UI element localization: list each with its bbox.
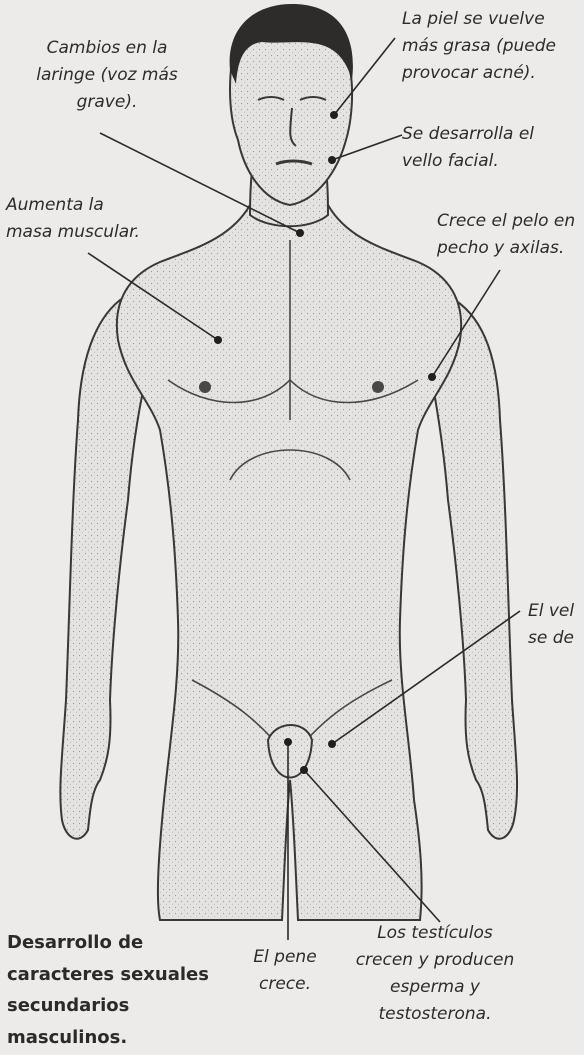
label-vello-facial: Se desarrolla el vello facial. — [402, 121, 534, 175]
label-testiculos-line: crecen y producen — [346, 947, 524, 974]
label-laringe-line: grave). — [22, 89, 192, 116]
label-laringe-line: Cambios en la — [22, 35, 192, 62]
label-vello-pubico: El vel se de — [528, 598, 574, 652]
label-vello-facial-line: Se desarrolla el — [402, 121, 534, 148]
label-pelo: Crece el pelo en pecho y axilas. — [437, 208, 575, 262]
figure-caption: Desarrollo de caracteres sexuales secund… — [7, 927, 209, 1053]
label-testiculos-line: testosterona. — [346, 1001, 524, 1028]
left-nipple — [199, 381, 211, 393]
label-pene-line: crece. — [240, 971, 330, 998]
label-laringe-line: laringe (voz más — [22, 62, 192, 89]
label-piel-line: más grasa (puede — [402, 33, 556, 60]
caption-line: Desarrollo de — [7, 927, 209, 959]
label-pene-line: El pene — [240, 944, 330, 971]
caption-line: secundarios — [7, 990, 209, 1022]
right-nipple — [372, 381, 384, 393]
label-testiculos: Los testículos crecen y producen esperma… — [346, 920, 524, 1028]
label-vello-pubico-line: El vel — [528, 598, 574, 625]
label-pene: El pene crece. — [240, 944, 330, 998]
label-testiculos-line: Los testículos — [346, 920, 524, 947]
label-testiculos-line: esperma y — [346, 974, 524, 1001]
label-pelo-line: Crece el pelo en — [437, 208, 575, 235]
label-piel-line: provocar acné). — [402, 60, 556, 87]
label-masa-line: masa muscular. — [6, 219, 140, 246]
label-vello-facial-line: vello facial. — [402, 148, 534, 175]
label-piel-line: La piel se vuelve — [402, 6, 556, 33]
label-vello-pubico-line: se de — [528, 625, 574, 652]
label-piel: La piel se vuelve más grasa (puede provo… — [402, 6, 556, 87]
label-laringe: Cambios en la laringe (voz más grave). — [22, 35, 192, 116]
torso — [117, 205, 461, 920]
caption-line: masculinos. — [7, 1022, 209, 1054]
caption-line: caracteres sexuales — [7, 959, 209, 991]
label-masa: Aumenta la masa muscular. — [6, 192, 140, 246]
label-pelo-line: pecho y axilas. — [437, 235, 575, 262]
label-masa-line: Aumenta la — [6, 192, 140, 219]
